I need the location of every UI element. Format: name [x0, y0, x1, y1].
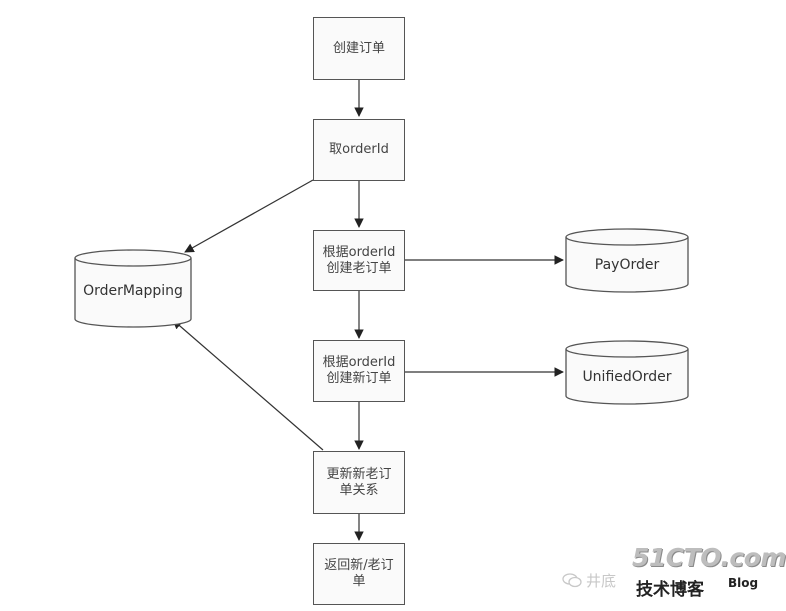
- payorder-db: PayOrder: [566, 245, 688, 285]
- wechat-watermark: 井底: [562, 570, 616, 591]
- create-old-order-label: 根据orderId 创建老订单: [322, 244, 396, 276]
- return-orders-box: 返回新/老订 单: [313, 543, 405, 605]
- create-order-box: 创建订单: [313, 17, 405, 80]
- create-new-order-label: 根据orderId 创建新订单: [322, 355, 396, 386]
- create-order-label: 创建订单: [332, 40, 385, 56]
- arrow-update-to-ordermapping: [172, 319, 324, 451]
- return-orders-label: 返回新/老订 单: [324, 558, 394, 589]
- create-new-order-box: 根据orderId 创建新订单: [313, 340, 405, 402]
- site-blog-label: Blog: [728, 576, 759, 590]
- site-subtitle: 技术博客: [636, 580, 704, 600]
- wechat-watermark-text: 井底: [586, 572, 617, 590]
- create-old-order-box: 根据orderId 创建老订单: [313, 230, 405, 291]
- payorder-cylinder: [565, 228, 689, 293]
- unifiedorder-cylinder: [565, 340, 689, 405]
- payorder-label: PayOrder: [594, 257, 660, 273]
- update-relation-box: 更新新老订 单关系: [313, 451, 405, 514]
- unifiedorder-db: UnifiedOrder: [566, 357, 688, 397]
- unifiedorder-label: UnifiedOrder: [582, 369, 672, 385]
- get-order-id-box: 取orderId: [313, 119, 405, 181]
- get-order-id-label: 取orderId: [329, 142, 389, 157]
- ordermapping-db: OrderMapping: [75, 266, 191, 316]
- ordermapping-cylinder: [74, 249, 192, 328]
- update-relation-label: 更新新老订 单关系: [326, 466, 392, 498]
- ordermapping-label: OrderMapping: [83, 283, 183, 299]
- arrow-getid-to-ordermapping: [184, 179, 314, 253]
- site-logo: 51CTO.com: [632, 543, 786, 572]
- wechat-icon: [562, 573, 582, 588]
